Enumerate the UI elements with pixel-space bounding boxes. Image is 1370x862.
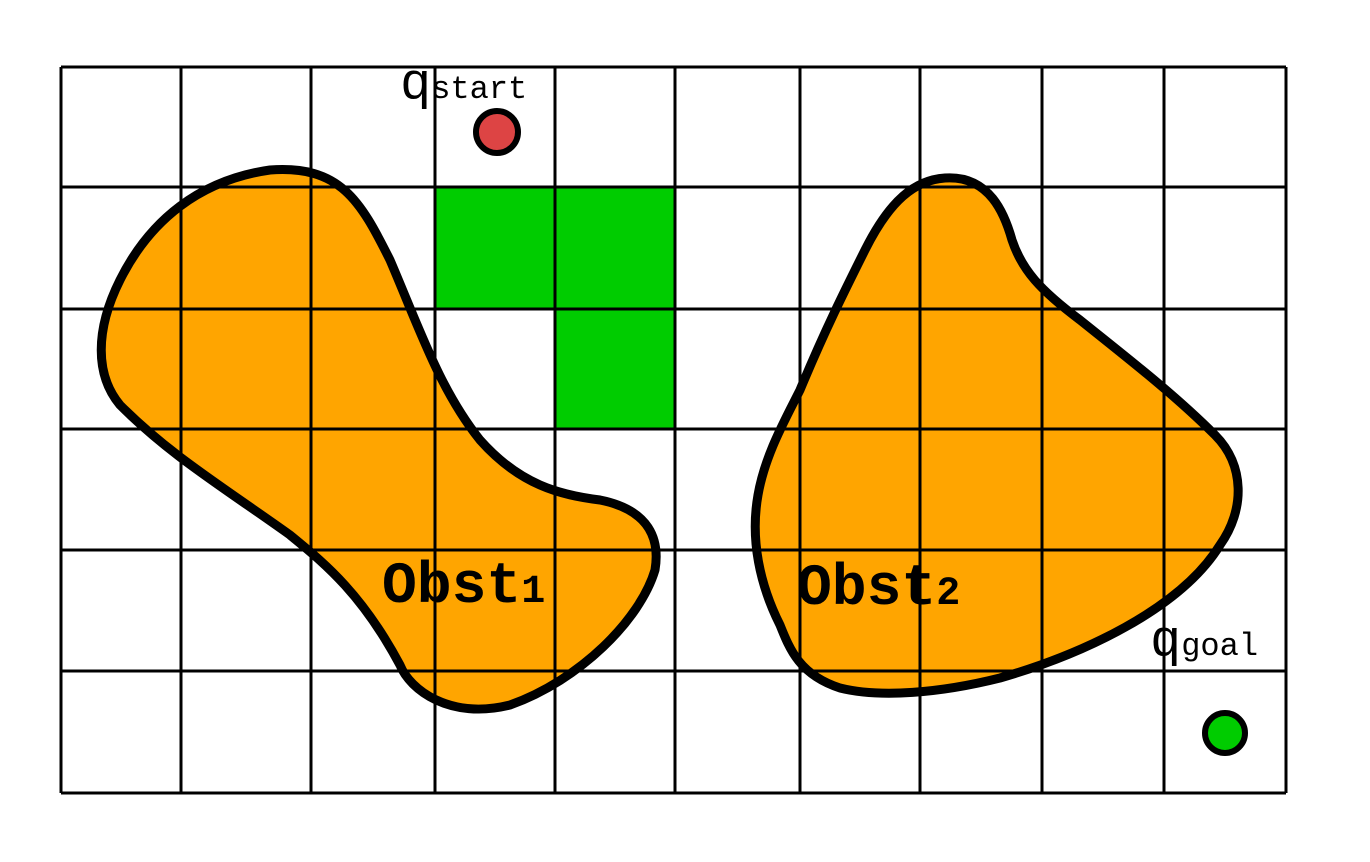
obstacle-1-name: Obst [382, 555, 521, 620]
start-label: qstart [400, 55, 527, 114]
goal-label: qgoal [1150, 612, 1258, 671]
obstacle-2-name: Obst [797, 557, 936, 622]
visited-cell-1 [554, 186, 676, 310]
obstacle-1-subscript: 1 [521, 570, 545, 615]
obstacle-1-label: Obst1 [382, 555, 545, 620]
grid-lines [59, 65, 1288, 795]
obstacle-2-subscript: 2 [936, 572, 960, 617]
start-symbol: q [400, 55, 431, 114]
obstacle-2-shape [750, 173, 1243, 698]
visited-cell-2 [554, 308, 676, 430]
obstacle-1-shape [96, 165, 661, 714]
visited-cell-0 [434, 186, 556, 310]
goal-symbol: q [1150, 612, 1181, 671]
obstacle-2-label: Obst2 [797, 557, 960, 622]
start-subscript: start [431, 71, 527, 108]
goal-marker [1202, 710, 1248, 756]
start-marker [473, 108, 521, 156]
goal-subscript: goal [1181, 628, 1258, 665]
